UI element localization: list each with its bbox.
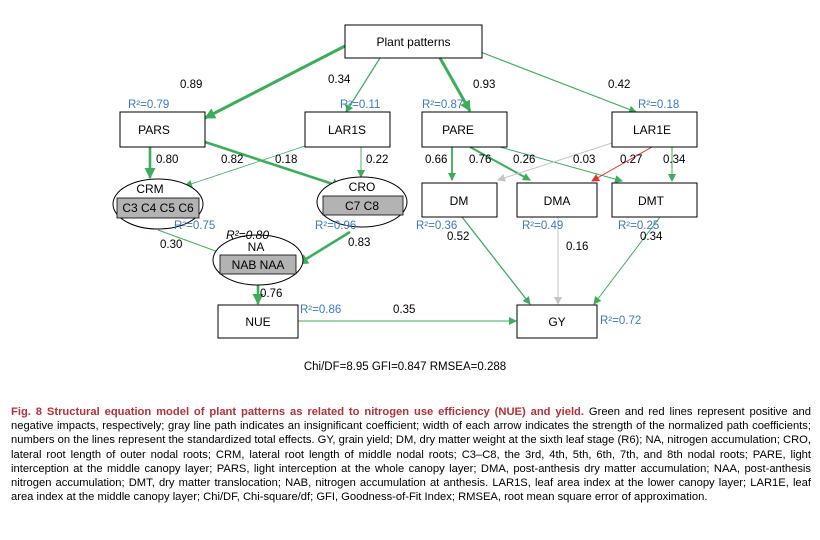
coef-lar1s-cro: 0.22 — [366, 154, 388, 166]
node-label: LAR1E — [633, 123, 671, 137]
node-label: CRM — [136, 182, 163, 196]
coefficient-labels: 0.89 0.34 0.93 0.42 0.80 0.82 0.18 0.22 … — [156, 74, 686, 316]
node-label: GY — [548, 315, 565, 329]
coef-na-nue: 0.76 — [260, 288, 282, 300]
node-lar1s: LAR1S — [304, 111, 391, 148]
r2-labels: R²=0.79 R²=0.11 R²=0.87 R²=0.18 R²=0.75 … — [128, 99, 679, 327]
r2-dma: R²=0.49 — [522, 220, 563, 232]
path-pp-pars — [204, 44, 346, 120]
path-pp-pare — [438, 57, 472, 112]
node-label: PARE — [442, 123, 474, 137]
node-dma: DMA — [516, 182, 598, 218]
node-sub-label: NAB NAA — [232, 258, 285, 272]
coef-pare-dma: 0.76 — [469, 154, 491, 166]
coef-pp-lar1s: 0.34 — [328, 74, 351, 86]
r2-lar1e: R²=0.18 — [638, 99, 679, 111]
r2-lar1s: R²=0.11 — [340, 99, 380, 111]
coef-crm-na: 0.30 — [160, 239, 182, 251]
node-label: PARS — [138, 123, 170, 137]
figure-caption: Fig. 8 Structural equation model of plan… — [11, 405, 811, 504]
coef-lar1e-dm: 0.03 — [573, 154, 595, 166]
path-lar1s-crm — [184, 145, 306, 188]
coef-cro-na: 0.83 — [348, 237, 370, 249]
node-na: NA NAB NAA — [212, 234, 304, 286]
r2-dm: R²=0.36 — [416, 220, 457, 232]
path-dmt-gy — [593, 216, 661, 305]
node-label: CRO — [349, 180, 376, 194]
node-cro: CRO C7 C8 — [316, 176, 408, 228]
node-label: DMA — [544, 194, 571, 208]
node-dm: DM — [421, 182, 498, 218]
coef-pp-pare: 0.93 — [473, 79, 495, 91]
fit-indices: Chi/DF=8.95 GFI=0.847 RMSEA=0.288 — [304, 361, 506, 373]
node-sub-label: C3 C4 C5 C6 — [122, 201, 194, 215]
node-plant-patterns: Plant patterns — [344, 24, 483, 59]
r2-nue: R²=0.86 — [300, 304, 341, 316]
node-gy: GY — [516, 304, 598, 339]
path-pp-lar1s — [345, 57, 381, 113]
r2-na: R²=0.80 — [226, 228, 269, 242]
r2-pars: R²=0.79 — [128, 99, 169, 111]
path-lar1e-dma — [591, 146, 653, 182]
node-crm: CRM C3 C4 C5 C6 — [112, 178, 204, 230]
node-dmt: DMT — [611, 182, 698, 218]
caption-body: Green and red lines represent positive a… — [11, 406, 812, 504]
r2-pare: R²=0.87 — [422, 99, 463, 111]
path-lar1e-dm — [497, 142, 613, 182]
node-sub-label: C7 C8 — [345, 199, 379, 213]
sem-diagram: Plant patterns PARS LAR1S PARE LAR1E CRM… — [112, 24, 698, 373]
node-label: NUE — [245, 315, 270, 329]
node-pare: PARE — [421, 111, 508, 148]
coef-pare-dm: 0.66 — [425, 154, 447, 166]
node-label: Plant patterns — [376, 35, 450, 49]
path-pp-lar1e — [464, 45, 637, 114]
coef-lar1e-dmt: 0.34 — [663, 154, 686, 166]
node-nue: NUE — [217, 304, 299, 339]
coef-pars-cro: 0.82 — [221, 154, 243, 166]
coef-pare-dmt: 0.26 — [513, 154, 535, 166]
coef-dma-gy: 0.16 — [566, 241, 588, 253]
coef-pp-lar1e: 0.42 — [608, 79, 630, 91]
node-label: NA — [248, 240, 265, 254]
coef-nue-gy: 0.35 — [393, 304, 415, 316]
node-label: DMT — [638, 194, 665, 208]
coef-dm-gy: 0.52 — [447, 231, 469, 243]
node-lar1e: LAR1E — [611, 111, 698, 148]
r2-gy: R²=0.72 — [600, 315, 641, 327]
coef-pars-crm: 0.80 — [156, 154, 178, 166]
coef-lar1e-dma: 0.27 — [620, 154, 642, 166]
paths — [144, 44, 676, 325]
node-label: LAR1S — [328, 123, 366, 137]
r2-dmt: R²=0.25 — [618, 220, 659, 232]
r2-cro: R²=0.96 — [315, 220, 356, 232]
caption-title: Fig. 8 Structural equation model of plan… — [11, 406, 584, 418]
node-pars: PARS — [119, 111, 206, 148]
coef-pp-pars: 0.89 — [180, 79, 202, 91]
path-dm-gy — [461, 216, 531, 305]
path-cro-na — [297, 230, 351, 266]
node-label: DM — [450, 194, 469, 208]
coef-dmt-gy: 0.34 — [640, 231, 663, 243]
path-pars-cro — [204, 140, 343, 190]
coef-lar1s-crm: 0.18 — [275, 154, 297, 166]
path-pare-dma — [469, 146, 531, 181]
r2-crm: R²=0.75 — [174, 220, 215, 232]
